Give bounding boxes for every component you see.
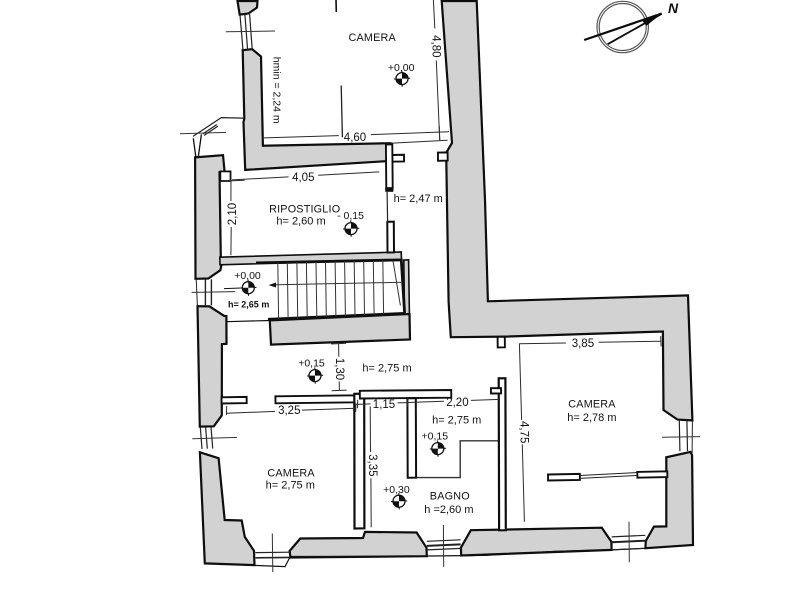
svg-text:1,30: 1,30: [333, 358, 345, 380]
svg-text:hmin = 2,24 m: hmin = 2,24 m: [271, 57, 283, 124]
svg-text:1,15: 1,15: [373, 399, 395, 411]
svg-text:RIPOSTIGLIO: RIPOSTIGLIO: [269, 204, 340, 216]
svg-text:h= 2,47 m: h= 2,47 m: [394, 193, 443, 205]
svg-text:CAMERA: CAMERA: [267, 468, 315, 480]
svg-text:2,20: 2,20: [446, 397, 468, 409]
svg-text:h= 2,75 m: h= 2,75 m: [362, 363, 411, 375]
svg-text:CAMERA: CAMERA: [348, 32, 396, 44]
svg-text:+0,15: +0,15: [298, 357, 325, 369]
svg-text:h= 2,78 m: h= 2,78 m: [567, 412, 616, 424]
svg-text:4,80: 4,80: [429, 35, 441, 57]
svg-text:h= 2,65 m: h= 2,65 m: [228, 300, 269, 310]
svg-text:4,05: 4,05: [292, 172, 314, 184]
svg-text:h= 2,75 m: h= 2,75 m: [432, 415, 481, 427]
svg-text:BAGNO: BAGNO: [430, 491, 470, 503]
svg-text:+0,30: +0,30: [383, 484, 410, 496]
svg-text:h= 2,75 m: h= 2,75 m: [266, 480, 315, 492]
svg-text:+0,00: +0,00: [234, 270, 261, 282]
svg-text:N: N: [668, 0, 679, 16]
svg-text:2,10: 2,10: [227, 203, 239, 225]
svg-text:3,35: 3,35: [366, 454, 378, 476]
svg-text:h =2,60 m: h =2,60 m: [424, 504, 473, 516]
svg-text:+0,15: +0,15: [422, 431, 449, 443]
svg-text:+0,00: +0,00: [388, 62, 415, 74]
svg-text:3,85: 3,85: [572, 338, 594, 350]
svg-text:h= 2,60 m: h= 2,60 m: [276, 216, 325, 228]
svg-text:3,25: 3,25: [278, 405, 300, 417]
svg-text:4,60: 4,60: [344, 132, 366, 144]
svg-text:CAMERA: CAMERA: [568, 399, 616, 411]
svg-text:- 0,15: - 0,15: [337, 210, 364, 222]
svg-text:4,75: 4,75: [518, 421, 530, 443]
